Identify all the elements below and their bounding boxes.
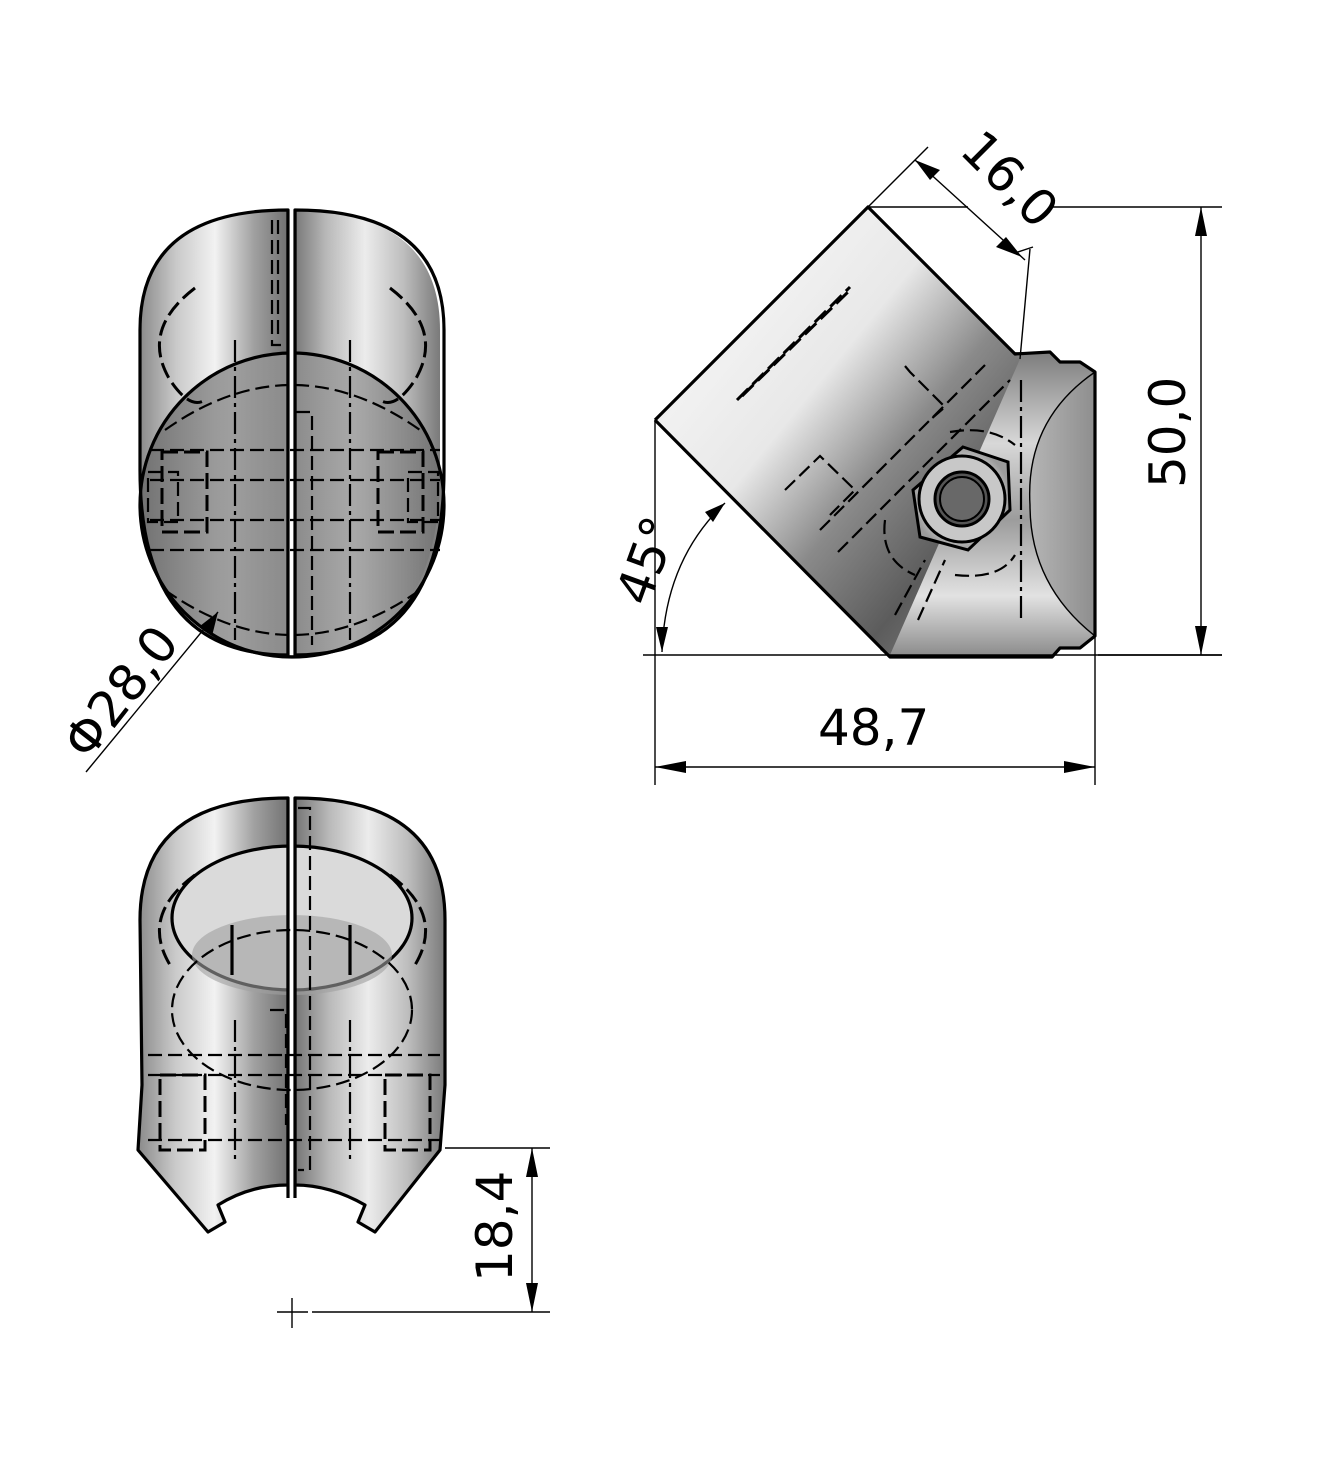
angle-dimension: 45° xyxy=(605,502,726,653)
diameter-dimension: Φ28,0 xyxy=(52,611,219,773)
dimension-50-label: 50,0 xyxy=(1139,377,1197,488)
dimension-16-label: 16,0 xyxy=(950,119,1070,239)
center-mark xyxy=(277,1298,308,1328)
top-end-view xyxy=(138,208,446,659)
dimension-18-4-label: 18,4 xyxy=(466,1171,524,1282)
dimension-18-4: 18,4 xyxy=(312,1147,550,1313)
bottom-end-view xyxy=(136,796,447,1234)
dimension-48-7-label: 48,7 xyxy=(818,699,929,757)
dimension-50: 50,0 xyxy=(868,206,1222,656)
tube-45 xyxy=(655,207,1020,655)
curved-face xyxy=(1029,372,1095,636)
side-view-45 xyxy=(653,205,1097,659)
diameter-label: Φ28,0 xyxy=(52,615,190,769)
dimension-48-7: 48,7 xyxy=(643,420,1222,785)
angle-label: 45° xyxy=(605,509,690,612)
